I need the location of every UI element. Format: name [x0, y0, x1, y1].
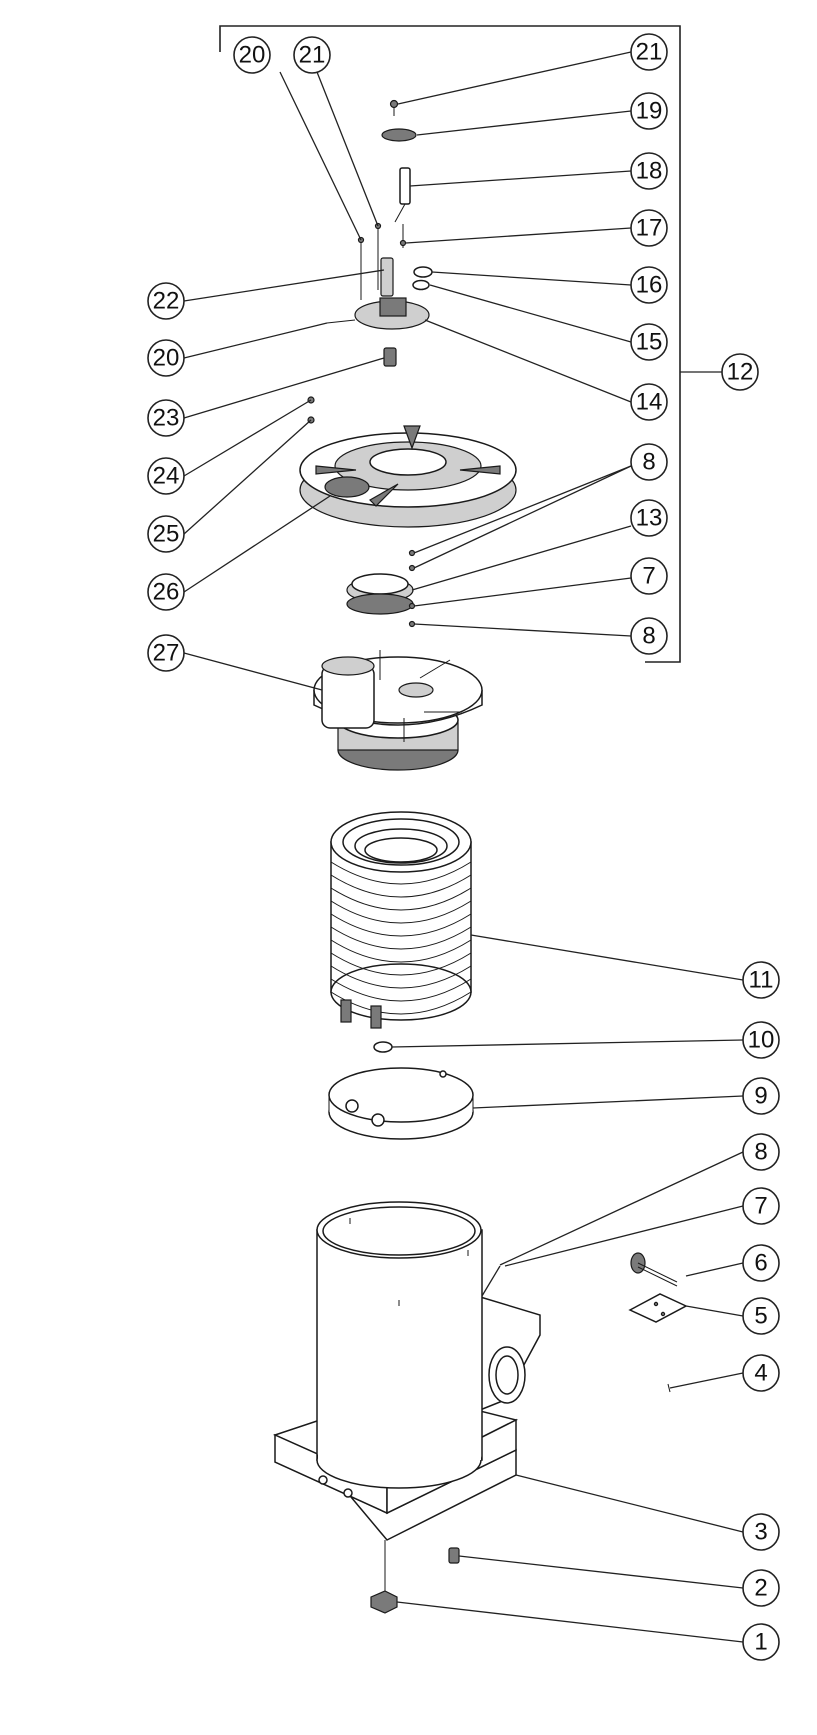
group-12-bracket [219, 25, 681, 663]
callout-label: 11 [749, 967, 774, 994]
coil-ring [330, 874, 472, 898]
callout-label: 17 [636, 215, 663, 242]
callout-label: 8 [754, 1139, 767, 1166]
callout-label: 15 [636, 329, 663, 356]
burner-plate [299, 425, 517, 528]
callout-25: 25 [147, 515, 185, 553]
callout-label: 4 [754, 1360, 767, 1387]
coil-ring [330, 900, 472, 924]
callout-17: 17 [630, 209, 668, 247]
callout-15: 15 [630, 323, 668, 361]
callout-11: 11 [742, 961, 780, 999]
coil-ring [330, 978, 472, 1002]
callout-18: 18 [630, 152, 668, 190]
callout-label: 3 [754, 1519, 767, 1546]
coil-ring [330, 965, 472, 989]
callout-label: 22 [153, 288, 180, 315]
base-disk [328, 1067, 474, 1140]
callout-label: 8 [642, 449, 655, 476]
callout-label: 21 [636, 39, 663, 66]
callout-label: 21 [299, 42, 326, 69]
callout-8-c: 8 [742, 1133, 780, 1171]
sight-glass [346, 549, 416, 628]
callout-19: 19 [630, 92, 668, 130]
callout-21-top: 21 [293, 36, 331, 74]
coil-ring [330, 887, 472, 911]
main-body [272, 1201, 541, 1541]
callout-label: 25 [153, 521, 180, 548]
callout-8-a: 8 [630, 443, 668, 481]
callout-8-b: 8 [630, 617, 668, 655]
callout-label: 16 [636, 272, 663, 299]
callout-label: 7 [642, 563, 655, 590]
coil-ring [330, 861, 472, 885]
callout-24: 24 [147, 457, 185, 495]
callout-2: 2 [742, 1569, 780, 1607]
callout-7-a: 7 [630, 557, 668, 595]
callout-12: 12 [721, 353, 759, 391]
callout-9: 9 [742, 1077, 780, 1115]
callout-23: 23 [147, 399, 185, 437]
callout-label: 12 [727, 359, 754, 386]
coil-ring [330, 926, 472, 950]
callout-14: 14 [630, 383, 668, 421]
callout-label: 23 [153, 405, 180, 432]
heat-exchanger-coil [330, 811, 472, 1029]
callout-label: 27 [153, 640, 180, 667]
callout-label: 19 [636, 98, 663, 125]
callout-label: 14 [636, 389, 663, 416]
callout-7-b: 7 [742, 1187, 780, 1225]
callout-label: 5 [754, 1303, 767, 1330]
callout-5: 5 [742, 1297, 780, 1335]
callout-label: 6 [754, 1250, 767, 1277]
callout-label: 20 [153, 345, 180, 372]
o-ring [373, 1041, 393, 1053]
callout-13: 13 [630, 499, 668, 537]
callout-label: 13 [636, 505, 663, 532]
callout-20-top: 20 [233, 36, 271, 74]
callout-27: 27 [147, 634, 185, 672]
callout-1: 1 [742, 1623, 780, 1661]
callout-label: 24 [153, 463, 180, 490]
coil-ring [330, 939, 472, 963]
callout-22: 22 [147, 282, 185, 320]
callout-label: 20 [239, 42, 266, 69]
callout-3: 3 [742, 1513, 780, 1551]
callout-label: 9 [754, 1083, 767, 1110]
combustion-chamber-top [313, 650, 483, 771]
callout-16: 16 [630, 266, 668, 304]
callout-4: 4 [742, 1354, 780, 1392]
callout-6: 6 [742, 1244, 780, 1282]
leader-lines [183, 51, 744, 1643]
callout-21-right: 21 [630, 33, 668, 71]
burner-head-group [307, 99, 433, 424]
coil-ring [330, 913, 472, 937]
callout-label: 2 [754, 1575, 767, 1602]
callout-label: 26 [153, 579, 180, 606]
callout-label: 8 [642, 623, 655, 650]
callout-26: 26 [147, 573, 185, 611]
callout-label: 10 [748, 1027, 775, 1054]
callout-label: 7 [754, 1193, 767, 1220]
callout-20-left: 20 [147, 339, 185, 377]
coil-ring [330, 952, 472, 976]
callout-label: 18 [636, 158, 663, 185]
callout-label: 1 [754, 1629, 767, 1656]
callout-10: 10 [742, 1021, 780, 1059]
small-parts [370, 1252, 688, 1614]
